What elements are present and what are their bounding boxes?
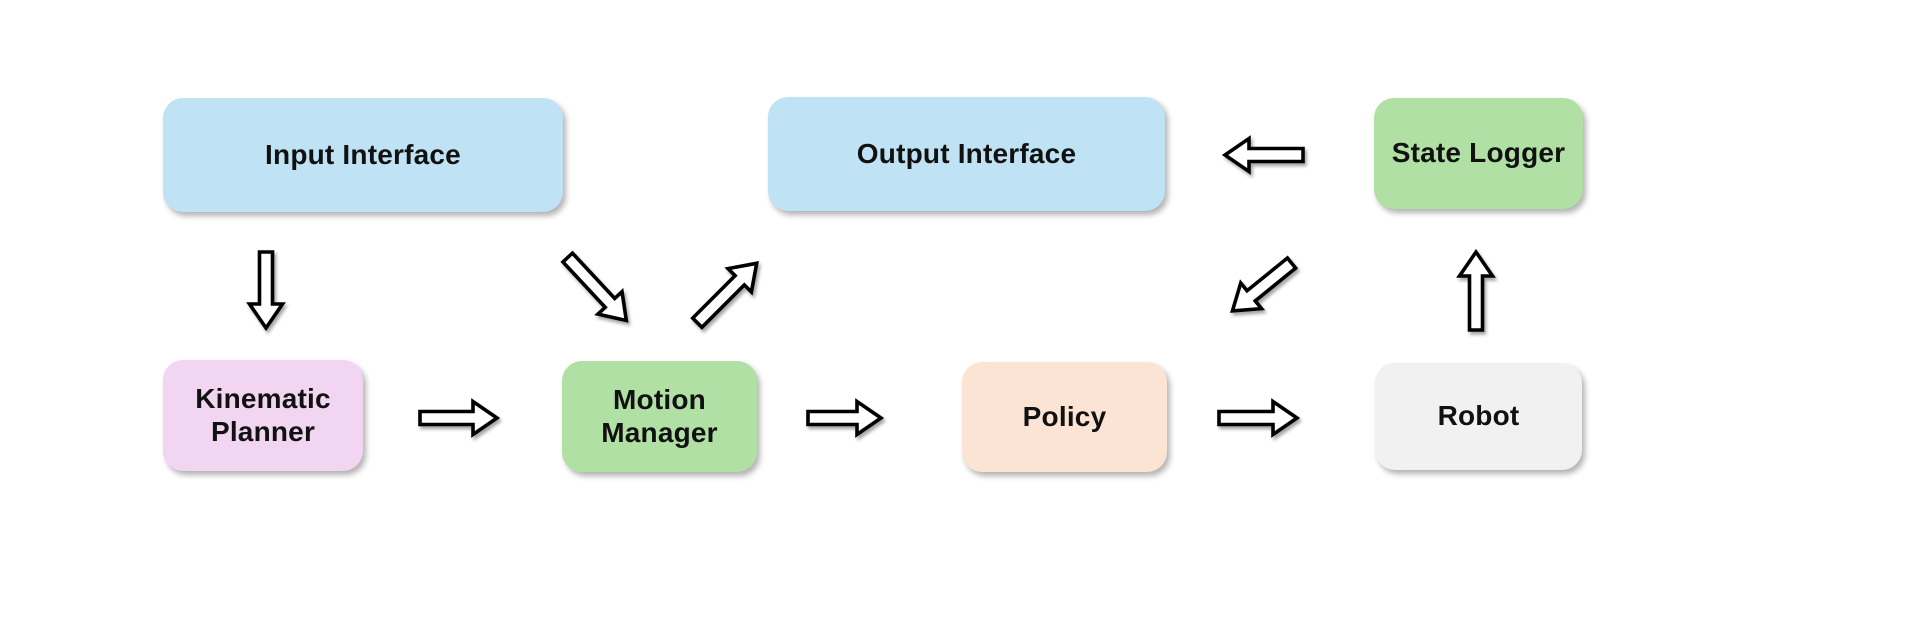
- robot-label: Robot: [1437, 400, 1520, 432]
- arrow-kinematic-planner-to-motion-manager-icon: [417, 398, 500, 438]
- arrow-input-interface-to-kinematic-planner: [226, 250, 306, 332]
- arrow-policy-to-robot-icon: [1217, 398, 1301, 438]
- policy-node: Policy: [962, 362, 1167, 472]
- arrow-motion-manager-to-policy-icon: [805, 398, 884, 438]
- kinematic-planner-node: Kinematic Planner: [163, 360, 363, 471]
- arrow-motion-manager-to-output-interface: [683, 261, 771, 330]
- arrow-robot-to-state-logger: [1435, 248, 1517, 332]
- arrow-input-interface-to-motion-manager-icon: [560, 250, 629, 323]
- state-logger-node: State Logger: [1374, 98, 1583, 209]
- input-interface-label: Input Interface: [265, 138, 461, 170]
- policy-label: Policy: [1022, 400, 1107, 432]
- robot-node: Robot: [1375, 363, 1582, 470]
- arrow-input-interface-to-motion-manager: [552, 250, 642, 323]
- arrow-state-logger-to-policy-icon: [1229, 255, 1299, 313]
- arrow-policy-to-robot: [1217, 398, 1301, 438]
- arrow-kinematic-planner-to-motion-manager: [417, 398, 500, 438]
- kinematic-planner-label: Kinematic Planner: [195, 383, 331, 447]
- arrow-motion-manager-to-policy: [805, 398, 884, 438]
- arrow-input-interface-to-kinematic-planner-icon: [246, 250, 286, 332]
- arrow-motion-manager-to-output-interface-icon: [690, 261, 759, 330]
- arrow-state-logger-to-policy: [1222, 255, 1302, 313]
- input-interface-node: Input Interface: [163, 98, 563, 212]
- output-interface-label: Output Interface: [856, 137, 1077, 169]
- arrow-state-logger-to-output-interface-icon: [1221, 135, 1305, 175]
- state-logger-label: State Logger: [1391, 137, 1566, 169]
- arrow-robot-to-state-logger-icon: [1456, 248, 1496, 332]
- motion-manager-node: Motion Manager: [562, 361, 757, 472]
- output-interface-node: Output Interface: [768, 97, 1165, 211]
- motion-manager-label: Motion Manager: [601, 384, 718, 448]
- arrow-state-logger-to-output-interface: [1221, 135, 1305, 175]
